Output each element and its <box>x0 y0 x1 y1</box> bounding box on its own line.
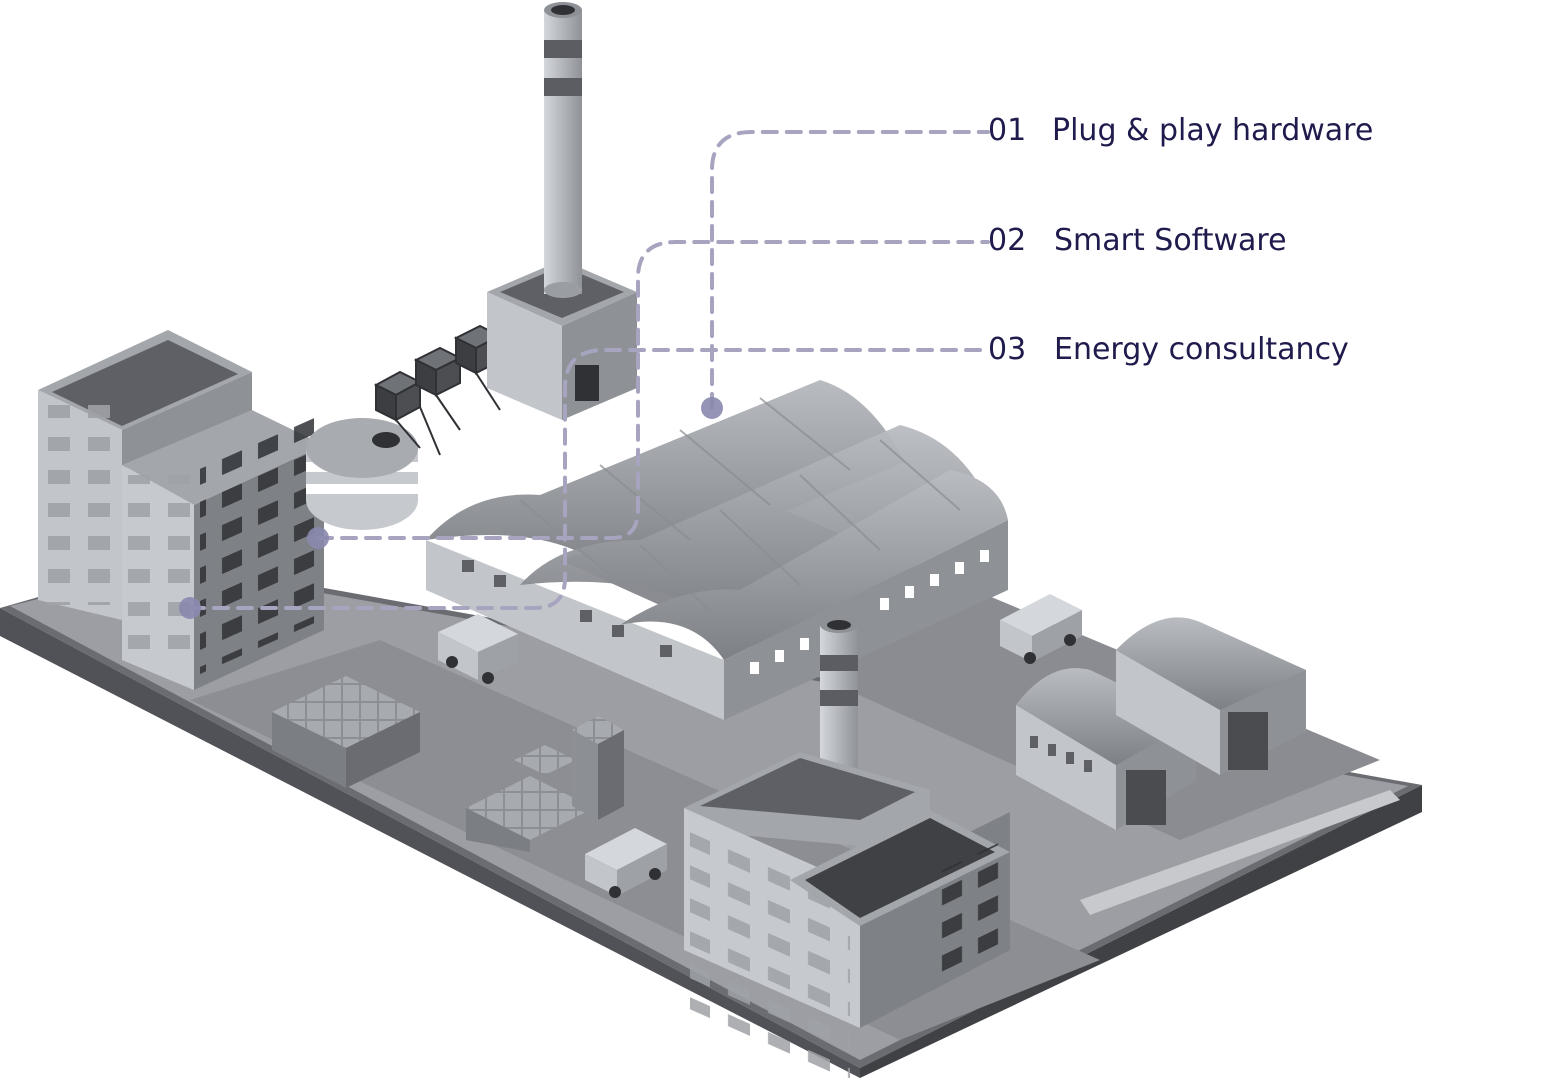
crate-stacks <box>272 676 624 852</box>
callout-02: 02 Smart Software <box>988 223 1287 259</box>
callout-03: 03 Energy consultancy <box>988 332 1349 368</box>
callout-number: 01 <box>988 113 1027 148</box>
front-building <box>684 617 1010 1081</box>
leader-line-01 <box>710 130 990 410</box>
callout-leader-lines <box>188 130 990 610</box>
callout-text: Smart Software <box>1054 223 1287 258</box>
factory-hall <box>426 380 1008 720</box>
round-tank <box>306 418 418 530</box>
callout-anchor-dots <box>179 397 723 619</box>
leader-line-03 <box>188 348 990 610</box>
leader-line-02 <box>316 240 990 540</box>
chimney-tall <box>487 2 637 420</box>
anchor-dot-02 <box>307 527 329 549</box>
anchor-dot-01 <box>701 397 723 419</box>
callout-01: 01 Plug & play hardware <box>988 113 1373 149</box>
delivery-trucks <box>438 594 1082 898</box>
warehouses-right <box>1016 617 1306 830</box>
callout-number: 02 <box>988 223 1027 258</box>
callout-text: Energy consultancy <box>1054 332 1349 367</box>
anchor-dot-03 <box>179 597 201 619</box>
callout-number: 03 <box>988 332 1027 367</box>
office-building-left <box>38 330 324 690</box>
callout-text: Plug & play hardware <box>1052 113 1374 148</box>
